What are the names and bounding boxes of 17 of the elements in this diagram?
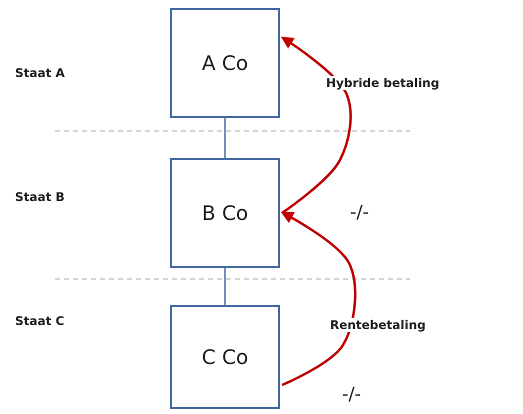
company-box	[170, 8, 280, 118]
company-box	[170, 305, 280, 409]
company-name: B Co	[202, 201, 248, 225]
state-label: Staat C	[15, 314, 64, 328]
curved-arrow	[280, 212, 356, 386]
curved-arrow	[280, 36, 352, 214]
edge-label: Hybride betaling	[326, 76, 440, 90]
not-deductible-mark: -/-	[342, 384, 362, 405]
company-name: A Co	[202, 51, 248, 75]
edge-label: Rentebetaling	[330, 318, 426, 332]
connector-line	[224, 118, 226, 158]
company-box	[170, 158, 280, 268]
company-name: C Co	[202, 345, 248, 369]
connector-line	[224, 268, 226, 305]
not-deductible-mark: -/-	[350, 202, 370, 223]
state-label: Staat A	[15, 66, 65, 80]
state-label: Staat B	[15, 190, 65, 204]
